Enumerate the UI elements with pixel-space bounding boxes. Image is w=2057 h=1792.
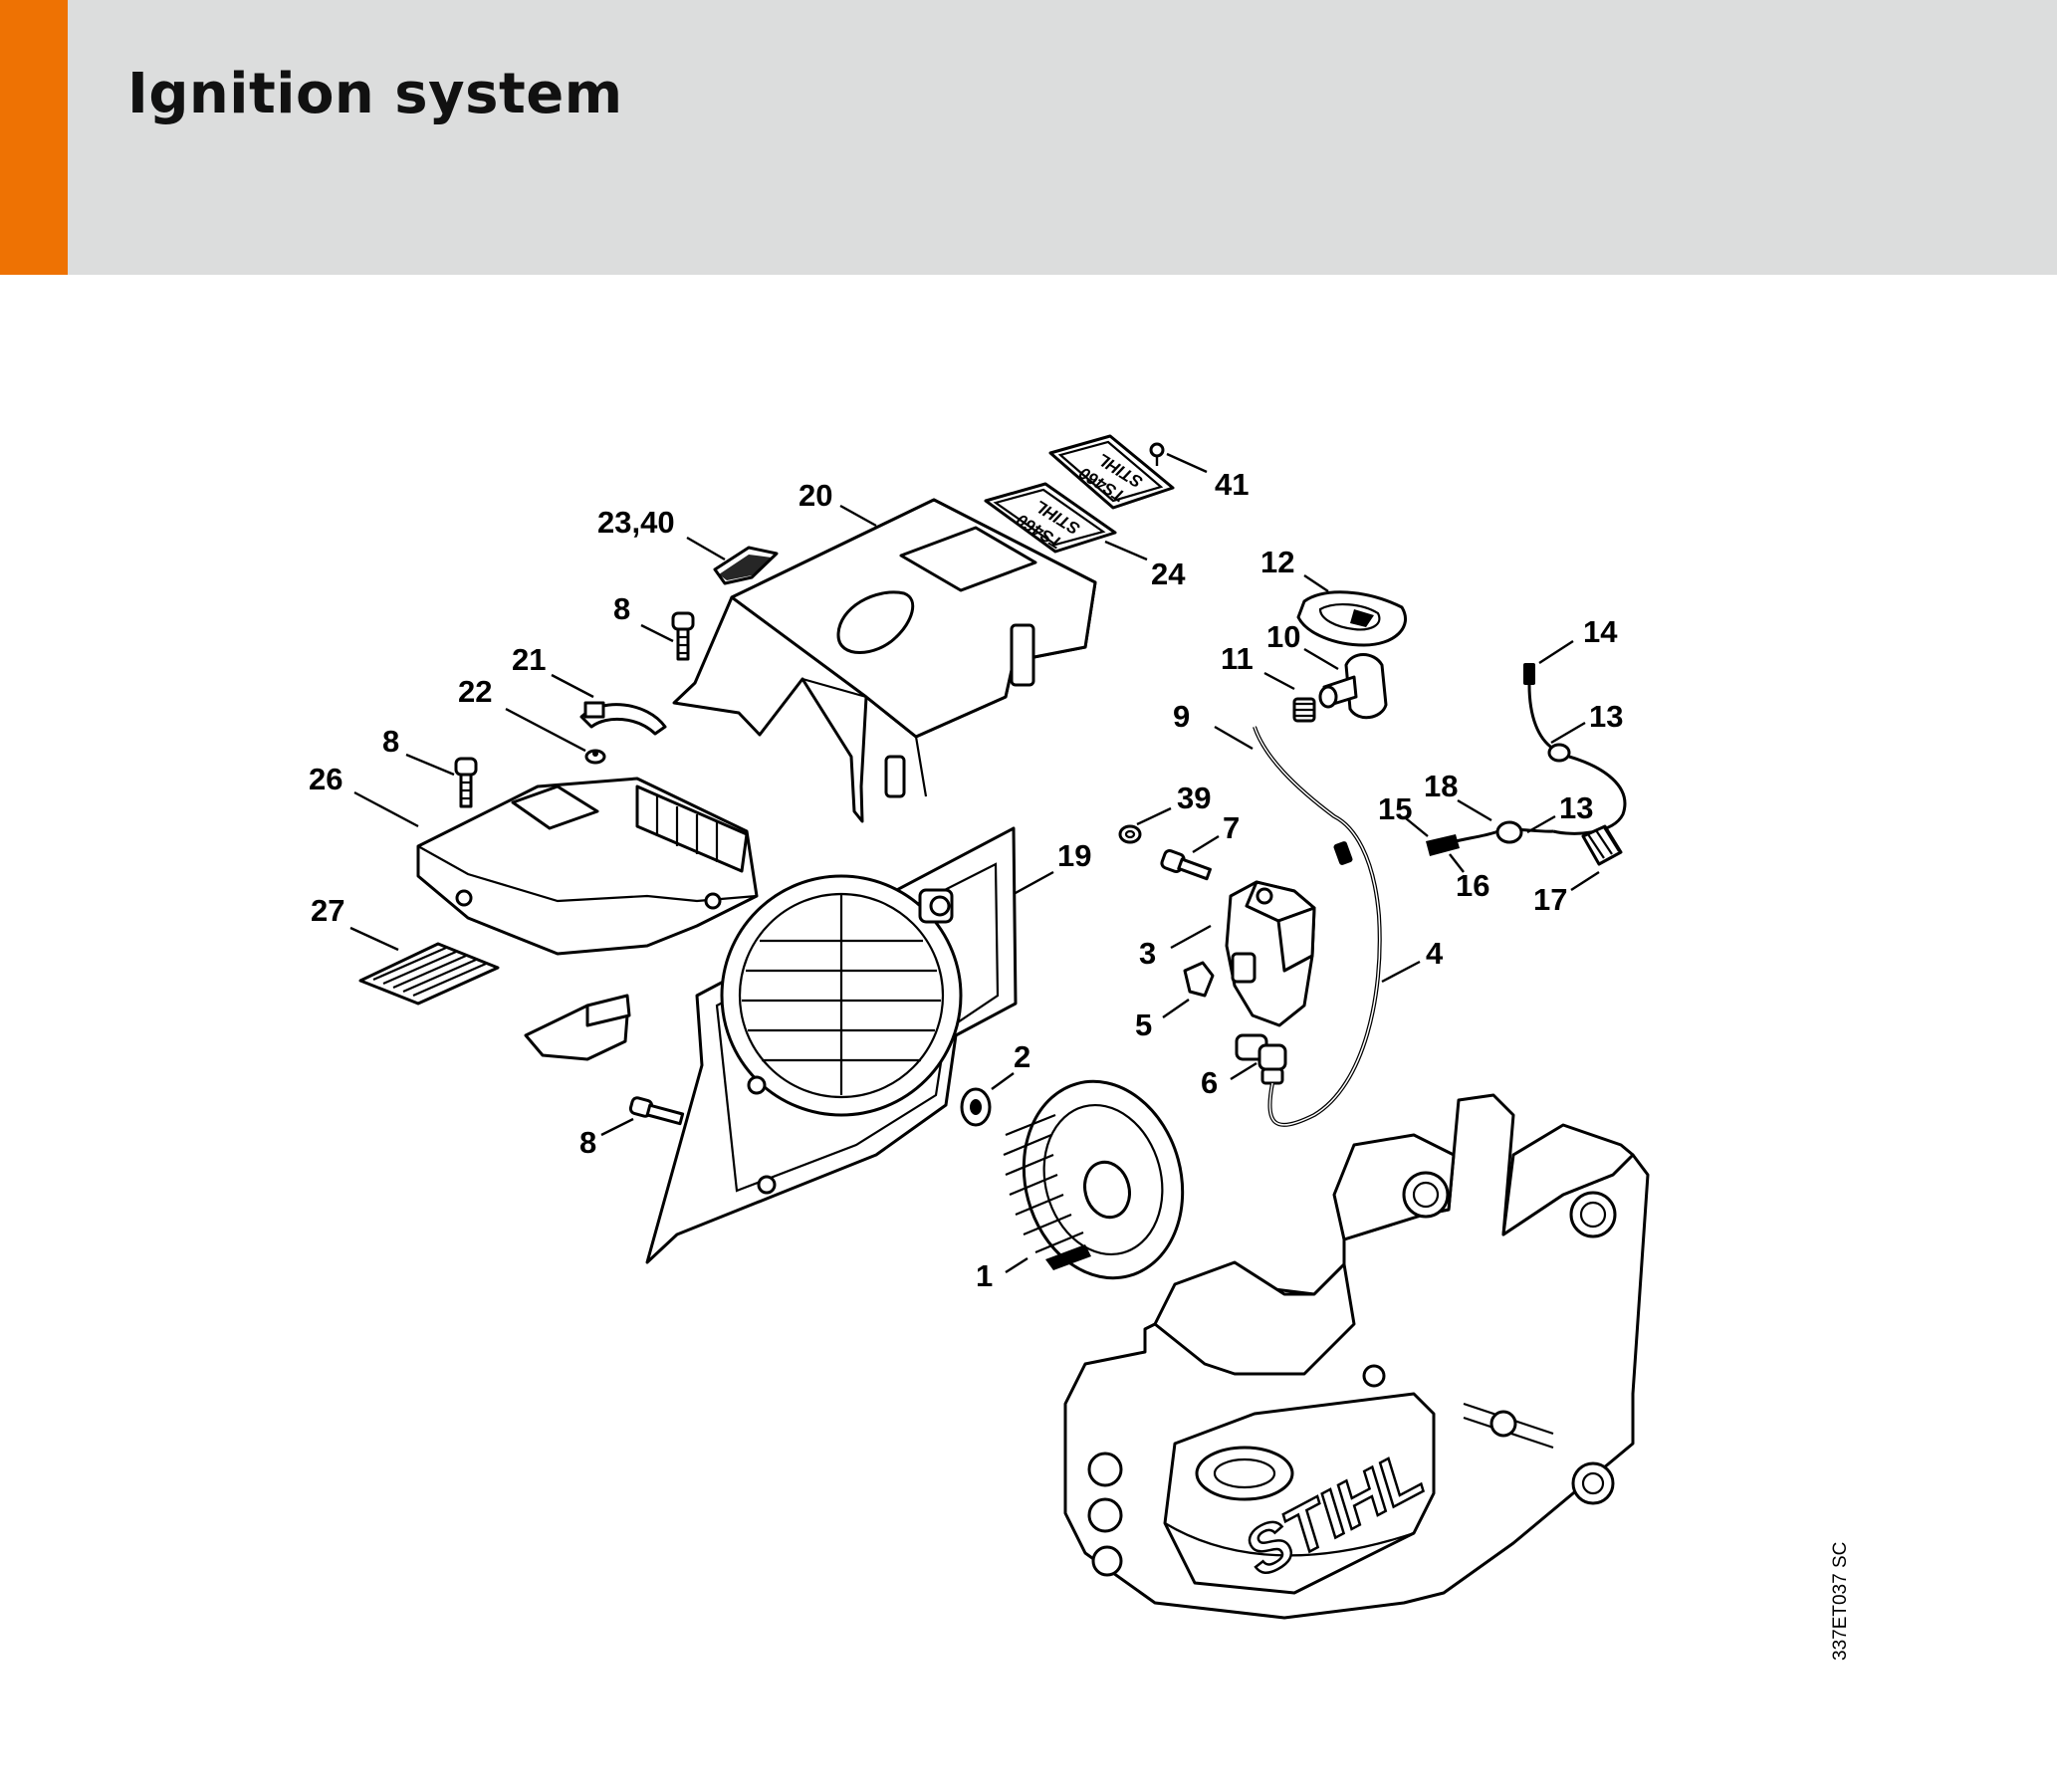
model-plate-lower: STIHL TS460 — [984, 482, 1117, 554]
engine-housing: STIHL — [1063, 1093, 1650, 1620]
callout-16: 16 — [1456, 868, 1489, 903]
part-22-nut — [584, 749, 606, 765]
part-11-spring — [1292, 697, 1316, 723]
part-10-spark-boot — [1318, 653, 1388, 720]
callout-19: 19 — [1057, 838, 1091, 873]
callout-4: 4 — [1426, 936, 1444, 971]
callout-11: 11 — [1221, 641, 1254, 676]
short-circuit-wire-assembly — [1426, 663, 1627, 866]
callout-6: 6 — [1201, 1065, 1218, 1100]
callout-26: 26 — [309, 762, 343, 796]
callout-7: 7 — [1223, 810, 1240, 845]
part-27-filter-pad — [358, 942, 500, 1006]
part-5-clip — [1183, 961, 1215, 998]
drawing-reference-code: 337ET037 SC — [1830, 1541, 1851, 1661]
part-3-ignition-module — [1225, 880, 1316, 1061]
callout-22: 22 — [458, 674, 492, 709]
callout-15: 15 — [1378, 791, 1412, 826]
callout-41: 41 — [1215, 467, 1249, 502]
callout-12: 12 — [1260, 545, 1294, 579]
callout-labels: 41 20 23,40 24 12 8 10 14 11 21 22 9 13 … — [309, 467, 1623, 1293]
accent-bar — [0, 0, 68, 275]
callout-24: 24 — [1151, 557, 1186, 591]
part-1-flywheel — [1003, 1079, 1185, 1280]
part-12-grommet — [1296, 590, 1407, 647]
part-8-screw-lower — [628, 1096, 685, 1126]
callout-8-lower: 8 — [579, 1125, 596, 1160]
part-20-shroud — [672, 498, 1097, 823]
callout-2: 2 — [1014, 1039, 1030, 1074]
callout-23-40: 23,40 — [597, 505, 675, 540]
part-2-nut — [960, 1087, 992, 1127]
callout-14: 14 — [1583, 614, 1618, 649]
callout-17: 17 — [1533, 882, 1567, 917]
part-8-screw-top — [671, 611, 695, 661]
part-23-40-cap — [713, 546, 779, 585]
callout-39: 39 — [1177, 781, 1211, 815]
header-band — [0, 0, 2057, 275]
callout-27: 27 — [311, 893, 344, 928]
page-title: Ignition system — [127, 62, 623, 126]
leader-lines — [349, 452, 1600, 1274]
part-21-clamp — [579, 701, 667, 736]
callout-1: 1 — [976, 1258, 993, 1293]
callout-9: 9 — [1173, 699, 1190, 734]
part-41-screw — [1149, 442, 1165, 466]
part-19-fan-housing — [645, 826, 1018, 1264]
callout-8-top: 8 — [613, 591, 630, 626]
callout-20: 20 — [799, 478, 832, 513]
callout-13-upper: 13 — [1589, 699, 1623, 734]
callout-13-lower: 13 — [1559, 790, 1593, 825]
part-4-ignition-lead — [1253, 726, 1382, 1127]
callout-8-mid: 8 — [382, 724, 399, 759]
part-39-washer — [1118, 824, 1142, 844]
part-8-screw-mid — [454, 757, 478, 808]
callout-3: 3 — [1139, 936, 1156, 971]
part-7-screw — [1160, 849, 1212, 881]
callout-18: 18 — [1424, 769, 1458, 803]
part-6-sleeve — [1257, 1043, 1287, 1085]
part-26-filter-cover — [416, 777, 759, 956]
callout-10: 10 — [1266, 619, 1300, 654]
model-plate-upper: STIHL TS460 — [1048, 434, 1175, 510]
bracket-part — [524, 994, 631, 1061]
callout-21: 21 — [512, 642, 546, 677]
callout-5: 5 — [1135, 1008, 1152, 1042]
